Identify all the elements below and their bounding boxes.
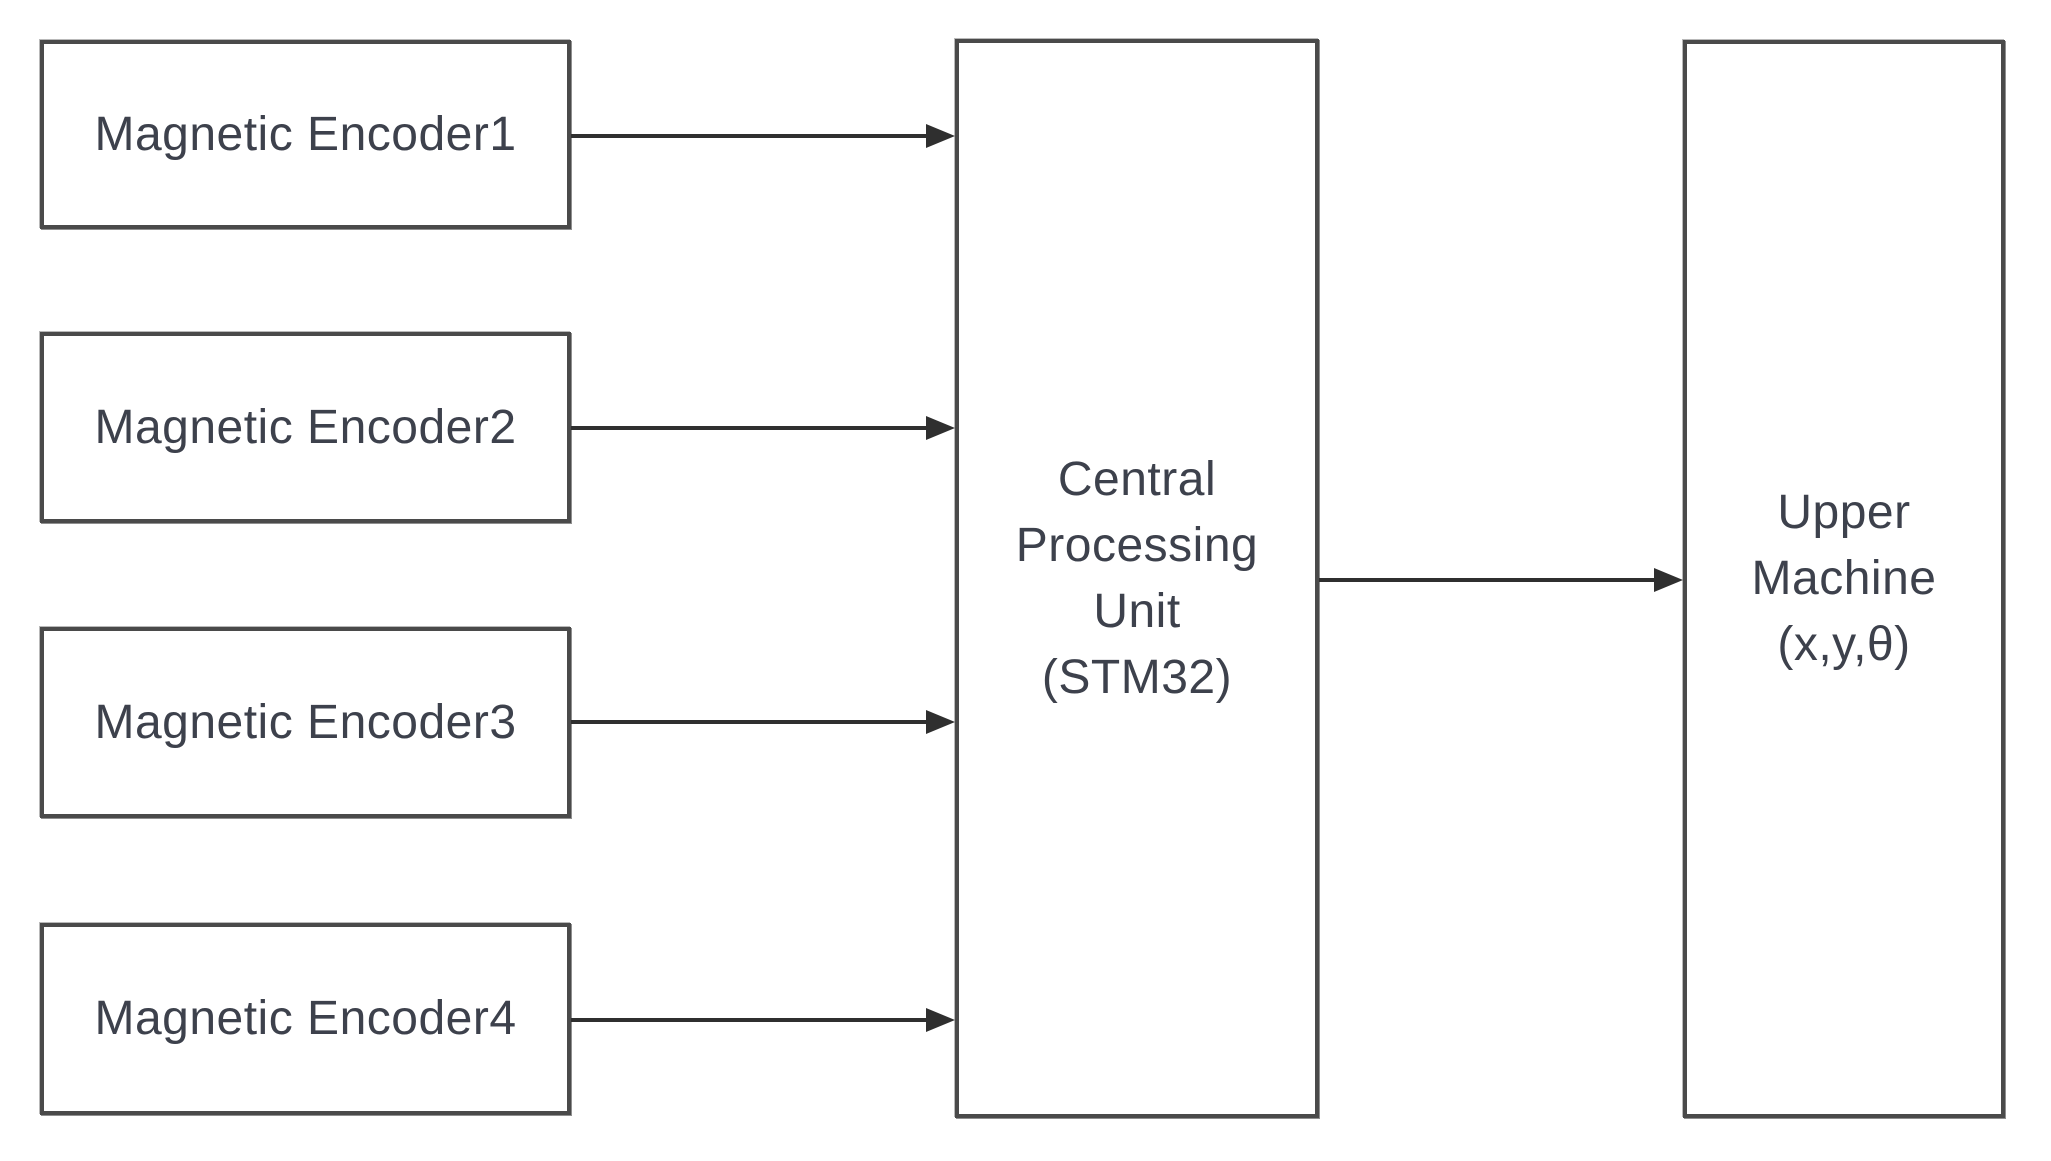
node-central-processing-unit: Central Processing Unit (STM32) bbox=[955, 39, 1319, 1118]
arrow-encoder4-to-cpu bbox=[571, 1008, 955, 1032]
upper-label-line3: (x,y,θ) bbox=[1777, 618, 1911, 671]
node-magnetic-encoder2-label: Magnetic Encoder2 bbox=[94, 400, 517, 454]
arrow-encoder2-to-cpu bbox=[571, 416, 955, 440]
cpu-label-line4: (STM32) bbox=[1041, 650, 1233, 704]
arrow-encoder4-to-cpu-head bbox=[926, 1008, 955, 1032]
arrow-encoder2-to-cpu-head bbox=[926, 416, 955, 440]
node-magnetic-encoder3-label: Magnetic Encoder3 bbox=[94, 695, 517, 749]
arrow-cpu-to-upper-machine bbox=[1319, 568, 1683, 592]
node-magnetic-encoder1: Magnetic Encoder1 bbox=[40, 40, 571, 229]
node-central-processing-unit-label: Central Processing Unit (STM32) bbox=[1016, 447, 1258, 711]
arrow-encoder1-to-cpu-head bbox=[926, 124, 955, 148]
arrow-cpu-to-upper-machine-head bbox=[1654, 568, 1683, 592]
arrow-encoder3-to-cpu-head bbox=[926, 710, 955, 734]
cpu-label-line2: Processing bbox=[1015, 518, 1259, 572]
arrow-encoder1-to-cpu bbox=[571, 124, 955, 148]
arrow-encoder3-to-cpu bbox=[571, 710, 955, 734]
upper-label-line2: Machine bbox=[1751, 552, 1937, 605]
upper-label-line1: Upper bbox=[1777, 486, 1911, 539]
node-upper-machine: Upper Machine (x,y,θ) bbox=[1683, 40, 2005, 1118]
cpu-label-line3: Unit bbox=[1093, 584, 1181, 638]
cpu-label-line1: Central bbox=[1057, 452, 1217, 506]
node-magnetic-encoder4-label: Magnetic Encoder4 bbox=[94, 992, 517, 1045]
node-magnetic-encoder3: Magnetic Encoder3 bbox=[40, 627, 571, 818]
node-magnetic-encoder1-label: Magnetic Encoder1 bbox=[94, 107, 517, 161]
node-magnetic-encoder2: Magnetic Encoder2 bbox=[40, 332, 571, 523]
node-magnetic-encoder4: Magnetic Encoder4 bbox=[40, 923, 571, 1115]
node-upper-machine-label: Upper Machine (x,y,θ) bbox=[1752, 480, 1937, 678]
